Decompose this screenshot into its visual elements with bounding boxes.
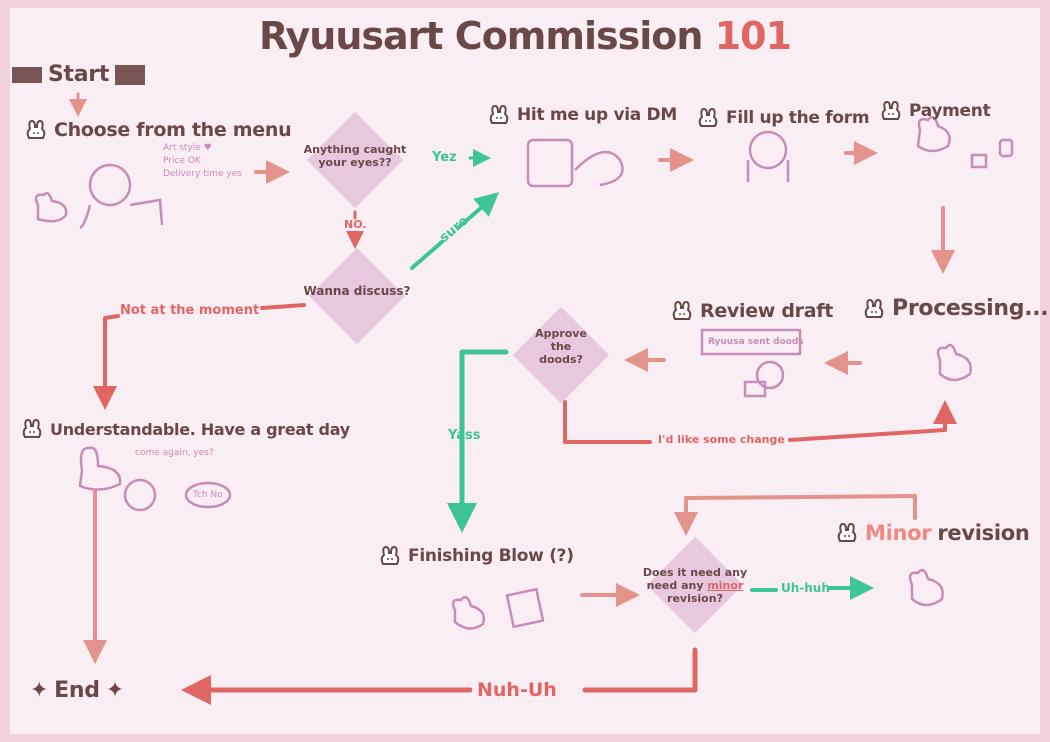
bunny-icon	[24, 118, 48, 142]
arrow-yass	[447, 349, 509, 533]
bunny-icon	[487, 103, 511, 127]
step-label: Fill up the form	[726, 108, 870, 128]
review-screen-text: Ryuusa sent doods	[708, 337, 804, 347]
bunny-icon	[696, 106, 720, 130]
doodle-processing-bunny	[936, 343, 972, 382]
decision-minor-revision: Does it need any need any minor revision…	[640, 566, 750, 605]
step-choose: Choose from the menu	[24, 118, 292, 142]
decision-caught-eyes: Anything caught your eyes??	[303, 143, 407, 169]
doodle-bunny-small	[34, 191, 68, 223]
doodles	[34, 115, 1014, 630]
note-line: Price OK	[163, 156, 201, 166]
step-label: Choose from the menu	[54, 119, 292, 141]
step-label: Finishing Blow (?)	[408, 546, 574, 566]
edge-uh-huh: Uh-huh	[781, 581, 830, 595]
note-line: Delivery time yes	[163, 169, 242, 179]
step-label: Review draft	[700, 300, 834, 322]
bunny-icon	[670, 299, 694, 323]
edge-not-at-the-moment: Not at the moment	[120, 303, 260, 318]
decision-line: Does it need any	[642, 566, 748, 579]
step-label: Processing...	[892, 296, 1049, 321]
bunny-icon	[835, 521, 859, 545]
speech-tch-no: Tch No	[193, 490, 223, 500]
decision-line: need any	[646, 579, 708, 592]
end-node: ✦End✦	[30, 678, 124, 703]
step-fill-form: Fill up the form	[696, 106, 870, 130]
bunny-icon	[378, 544, 402, 568]
edge-yez: Yez	[432, 150, 457, 165]
doodle-phone	[526, 138, 574, 188]
bunny-icon	[862, 297, 886, 321]
arrow-uh-huh	[750, 588, 862, 590]
edge-change: I'd like some change	[658, 433, 785, 446]
flowchart-canvas	[10, 8, 1040, 734]
note-line: Art style ♥	[163, 143, 212, 153]
step-label-highlight: Minor	[865, 521, 932, 545]
decision-approve: Approve the doods?	[535, 327, 587, 366]
review-browser-window	[700, 328, 802, 356]
doodle-minor-bunny	[908, 568, 944, 607]
arrow-sure	[410, 192, 500, 270]
bunny-icon	[20, 417, 44, 441]
step-label: Payment	[909, 101, 991, 121]
start-node: Start	[12, 62, 146, 87]
block-icon	[12, 66, 42, 83]
arrow-revision-loop	[674, 494, 917, 536]
decision-line: revision?	[667, 592, 723, 605]
doodle-frame	[505, 587, 545, 629]
doodle-sad-bunny	[78, 446, 122, 491]
step-label: revision	[937, 521, 1030, 545]
step-label: Understandable. Have a great day	[50, 419, 350, 439]
arrow-change	[563, 402, 945, 444]
edge-nuh-uh: Nuh-Uh	[477, 679, 557, 701]
choose-notes: Art style ♥ Price OK Delivery time yes	[163, 142, 242, 181]
decision-discuss: Wanna discuss?	[303, 284, 411, 298]
title-number: 101	[714, 14, 792, 58]
block-icon	[115, 64, 146, 85]
doodle-person	[88, 163, 132, 207]
arrow-not-now	[105, 303, 306, 398]
edge-no: NO.	[344, 218, 367, 231]
edge-yass: Yass	[448, 428, 481, 443]
step-review-draft: Review draft	[670, 299, 833, 323]
bunny-icon	[879, 99, 903, 123]
sparkle-icon: ✦	[30, 678, 49, 703]
decision-highlight: minor	[707, 579, 744, 592]
step-label: Hit me up via DM	[517, 105, 677, 125]
speech-come-again: come again, yes?	[135, 448, 214, 458]
title-text: Ryuusart Commission	[258, 14, 703, 58]
doodle-review-person	[755, 360, 785, 390]
page-title: Ryuusart Commission 101	[0, 14, 1050, 58]
sparkle-icon: ✦	[105, 678, 124, 703]
step-payment: Payment	[879, 99, 991, 123]
end-label: End	[54, 678, 100, 703]
step-processing: Processing...	[862, 296, 1049, 321]
start-label: Start	[48, 62, 110, 87]
step-finishing-blow: Finishing Blow (?)	[378, 544, 574, 568]
doodle-payment-bunny	[916, 115, 951, 153]
doodle-form-person	[748, 130, 788, 170]
step-hit-me-up: Hit me up via DM	[487, 103, 677, 127]
step-understandable: Understandable. Have a great day	[20, 417, 350, 441]
arrow-nuh-uh	[196, 647, 698, 690]
